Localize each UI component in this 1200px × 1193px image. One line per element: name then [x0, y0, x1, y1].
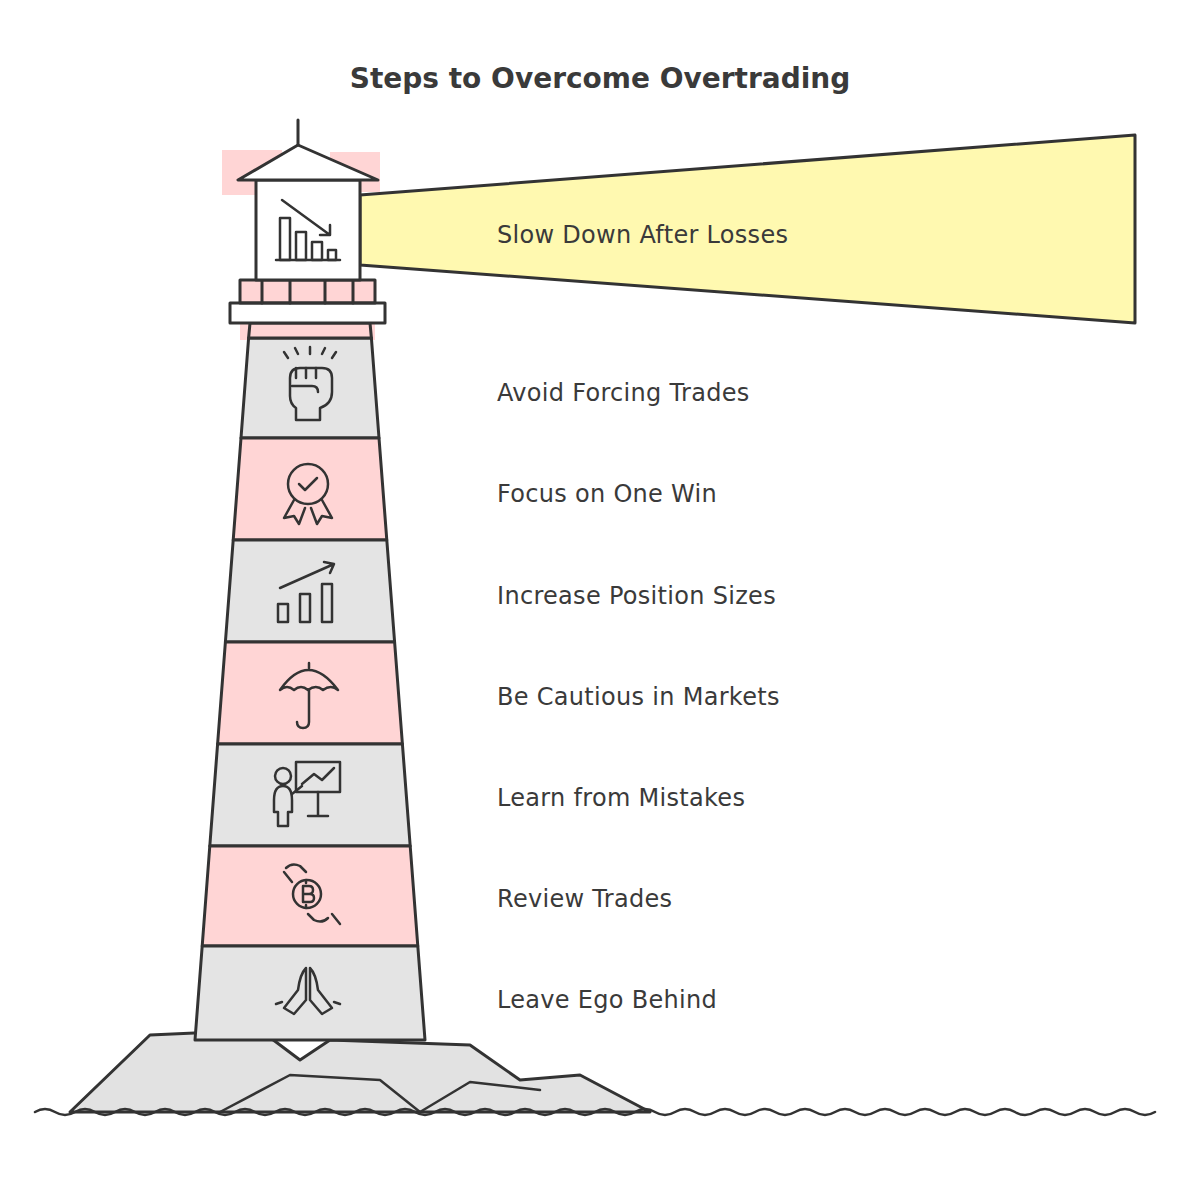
tower-band: Be Cautious in Markets	[190, 647, 1180, 747]
chart-up-icon	[278, 562, 334, 622]
tower-band: Focus on One Win	[190, 444, 1180, 544]
step-label: Review Trades	[497, 885, 672, 913]
step-label: Increase Position Sizes	[497, 582, 776, 610]
coin-hand-icon	[284, 864, 340, 924]
step-label: Focus on One Win	[497, 480, 717, 508]
diagram-title: Steps to Overcome Overtrading	[0, 62, 1200, 95]
step-label: Leave Ego Behind	[497, 986, 717, 1014]
step-label: Be Cautious in Markets	[497, 683, 780, 711]
tower-band: Increase Position Sizes	[190, 546, 1180, 646]
umbrella-icon	[280, 663, 338, 728]
light-beam: Slow Down After Losses	[360, 150, 1180, 320]
tower-band: Avoid Forcing Trades	[190, 343, 1180, 443]
badge-icon	[284, 464, 332, 524]
chart-down-icon	[276, 200, 340, 260]
step-label: Learn from Mistakes	[497, 784, 745, 812]
tower-band: Leave Ego Behind	[190, 950, 1180, 1050]
praying-hands-icon	[276, 968, 340, 1014]
step-label: Avoid Forcing Trades	[497, 379, 750, 407]
presenter-icon	[274, 762, 340, 826]
fist-icon	[284, 347, 336, 420]
tower-band: Review Trades	[190, 849, 1180, 949]
tower-band: Learn from Mistakes	[190, 748, 1180, 848]
step-label: Slow Down After Losses	[497, 221, 788, 249]
